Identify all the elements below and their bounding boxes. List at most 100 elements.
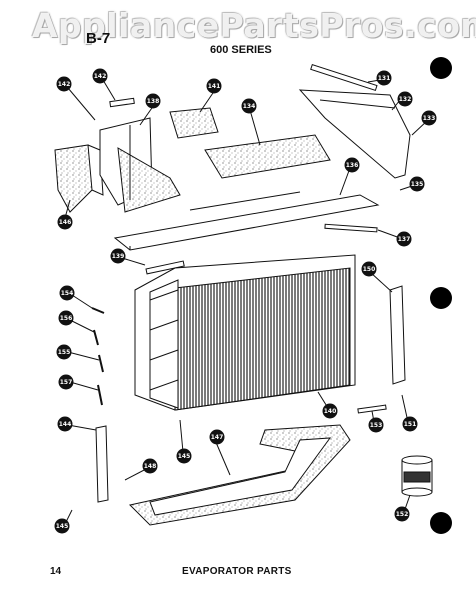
callout-131: 131 [376,70,392,86]
part-154 [91,307,105,314]
callout-155: 155 [56,344,72,360]
registration-mark [430,287,452,309]
callout-157: 157 [58,374,74,390]
callout-label: 139 [112,253,125,260]
callout-label: 154 [61,290,74,297]
callout-133: 133 [421,110,437,126]
callout-156: 156 [58,310,74,326]
section-title: EVAPORATOR PARTS [182,566,292,577]
part-144-post [95,425,109,503]
callout-154: 154 [59,285,75,301]
callout-bubble [56,76,72,92]
callout-bubble [58,310,74,326]
part-134-filter [204,134,331,179]
callout-bubble [241,98,257,114]
callout-bubble [142,458,158,474]
callout-134: 134 [241,98,257,114]
callout-138: 138 [145,93,161,109]
callout-label: 134 [243,103,256,110]
callout-label: 141 [208,83,221,90]
callout-bubble [322,403,338,419]
callout-152: 152 [394,506,410,522]
callout-142: 142 [92,68,108,84]
callout-bubble [376,70,392,86]
callout-139: 139 [110,248,126,264]
callout-label: 142 [94,73,107,80]
callout-145: 145 [176,448,192,464]
callout-label: 131 [378,75,391,82]
part-136-top-panel [113,191,380,251]
callout-bubble [409,176,425,192]
diagram-code: B-7 [86,30,111,47]
callout-bubble [176,448,192,464]
callout-bubble [361,261,377,277]
callout-bubble [59,285,75,301]
callout-label: 146 [59,219,72,226]
callout-label: 140 [324,408,337,415]
callout-135: 135 [409,176,425,192]
callout-label: 153 [370,422,383,429]
callout-label: 155 [58,349,71,356]
series-title: 600 SERIES [210,44,272,56]
callout-label: 152 [396,511,409,518]
callout-label: 133 [423,115,436,122]
callout-label: 151 [404,421,417,428]
part-132-channel [298,89,411,179]
callout-label: 150 [363,266,376,273]
callout-bubble [344,157,360,173]
callout-146: 146 [57,214,73,230]
callout-bubble [58,374,74,390]
callout-label: 135 [411,181,424,188]
part-131-strip [310,63,378,91]
callout-137: 137 [396,231,412,247]
registration-mark [430,512,452,534]
callout-label: 138 [147,98,160,105]
callout-bubble [56,344,72,360]
callout-group: 142 142 138 141 134 131 132 133 135 136 137 146 139 1… [54,68,437,534]
part-140-evaporator-coil [134,254,356,411]
callout-151: 151 [402,416,418,432]
callout-label: 142 [58,81,71,88]
callout-150: 150 [361,261,377,277]
part-146-side-panel [54,144,104,213]
callout-bubble [421,110,437,126]
callout-142: 142 [56,76,72,92]
callout-132: 132 [397,91,413,107]
callout-bubble [397,91,413,107]
callout-141: 141 [206,78,222,94]
callout-bubble [57,214,73,230]
part-147-drain-pan [128,424,351,526]
callout-label: 145 [178,453,191,460]
callout-147: 147 [209,429,225,445]
callout-bubble [145,93,161,109]
callout-bubble [368,417,384,433]
registration-mark [430,57,452,79]
callout-label: 145 [56,523,69,530]
part-139-strip [145,260,185,275]
callout-bubble [110,248,126,264]
part-137-strip [324,223,378,233]
callout-148: 148 [142,458,158,474]
callout-bubble [209,429,225,445]
part-156 [93,329,99,346]
callout-bubble [402,416,418,432]
callout-140: 140 [322,403,338,419]
callout-bubble [206,78,222,94]
callout-bubble [396,231,412,247]
part-150-bracket [389,285,406,385]
part-157 [97,384,103,406]
watermark-text: AppliancePartsPros.com [32,6,476,45]
callout-153: 153 [368,417,384,433]
callout-label: 156 [60,315,73,322]
callout-bubble [54,518,70,534]
callout-label: 136 [346,162,359,169]
callout-144: 144 [57,416,73,432]
callout-bubble [57,416,73,432]
callout-136: 136 [344,157,360,173]
callout-label: 148 [144,463,157,470]
callout-label: 132 [399,96,412,103]
callout-label: 137 [398,236,411,243]
callout-label: 144 [59,421,72,428]
callout-bubble [92,68,108,84]
